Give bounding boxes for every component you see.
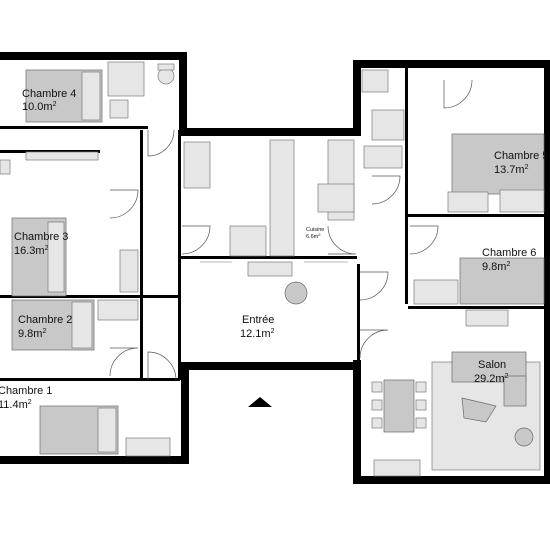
svg-text:6.6m2: 6.6m2 <box>306 232 321 240</box>
room-label-chambre5: Chambre 5 13.7m2 <box>494 150 548 176</box>
svg-text:11.4m2: 11.4m2 <box>0 399 32 411</box>
room-name: Cuisine <box>306 227 324 233</box>
room-area: 9.8m <box>18 328 42 340</box>
room-area: 9.8m <box>482 261 506 273</box>
walls <box>0 52 550 484</box>
svg-text:12.1m2: 12.1m2 <box>240 328 275 340</box>
room-label-chambre4: Chambre 4 10.0m2 <box>22 88 76 113</box>
room-label-chambre2: Chambre 2 9.8m2 <box>18 314 72 340</box>
room-name: Chambre 6 <box>482 247 536 259</box>
room-area: 13.7m <box>494 164 525 176</box>
furniture <box>0 61 545 477</box>
room-name: Chambre 5 <box>494 150 548 162</box>
svg-text:9.8m2: 9.8m2 <box>18 328 46 340</box>
room-label-cuisine: Cuisine 6.6m2 <box>306 227 324 240</box>
room-label-chambre6: Chambre 6 9.8m2 <box>482 247 536 273</box>
room-area: 11.4m <box>0 399 28 411</box>
svg-text:10.0m2: 10.0m2 <box>22 101 57 113</box>
svg-text:16.3m2: 16.3m2 <box>14 245 49 257</box>
room-name: Salon <box>478 359 506 371</box>
room-name: Chambre 4 <box>22 88 76 100</box>
room-area: 12.1m <box>240 328 271 340</box>
room-area: 16.3m <box>14 245 45 257</box>
entrance-arrow-icon <box>248 397 272 407</box>
svg-text:13.7m2: 13.7m2 <box>494 164 529 176</box>
room-label-chambre3: Chambre 3 16.3m2 <box>14 231 68 257</box>
room-name: Chambre 3 <box>14 231 68 243</box>
room-label-entree: Entrée 12.1m2 <box>240 314 275 340</box>
room-area: 29.2m <box>474 373 505 385</box>
room-name: Chambre 2 <box>18 314 72 326</box>
room-name: Chambre 1 <box>0 385 52 397</box>
room-name: Entrée <box>242 314 274 326</box>
svg-text:29.2m2: 29.2m2 <box>474 373 509 385</box>
room-label-salon: Salon 29.2m2 <box>474 359 509 385</box>
svg-text:9.8m2: 9.8m2 <box>482 261 510 273</box>
room-area: 10.0m <box>22 101 53 113</box>
room-label-chambre1: Chambre 1 11.4m2 <box>0 385 52 411</box>
doors <box>109 79 473 381</box>
room-area: 6.6m <box>306 234 319 240</box>
